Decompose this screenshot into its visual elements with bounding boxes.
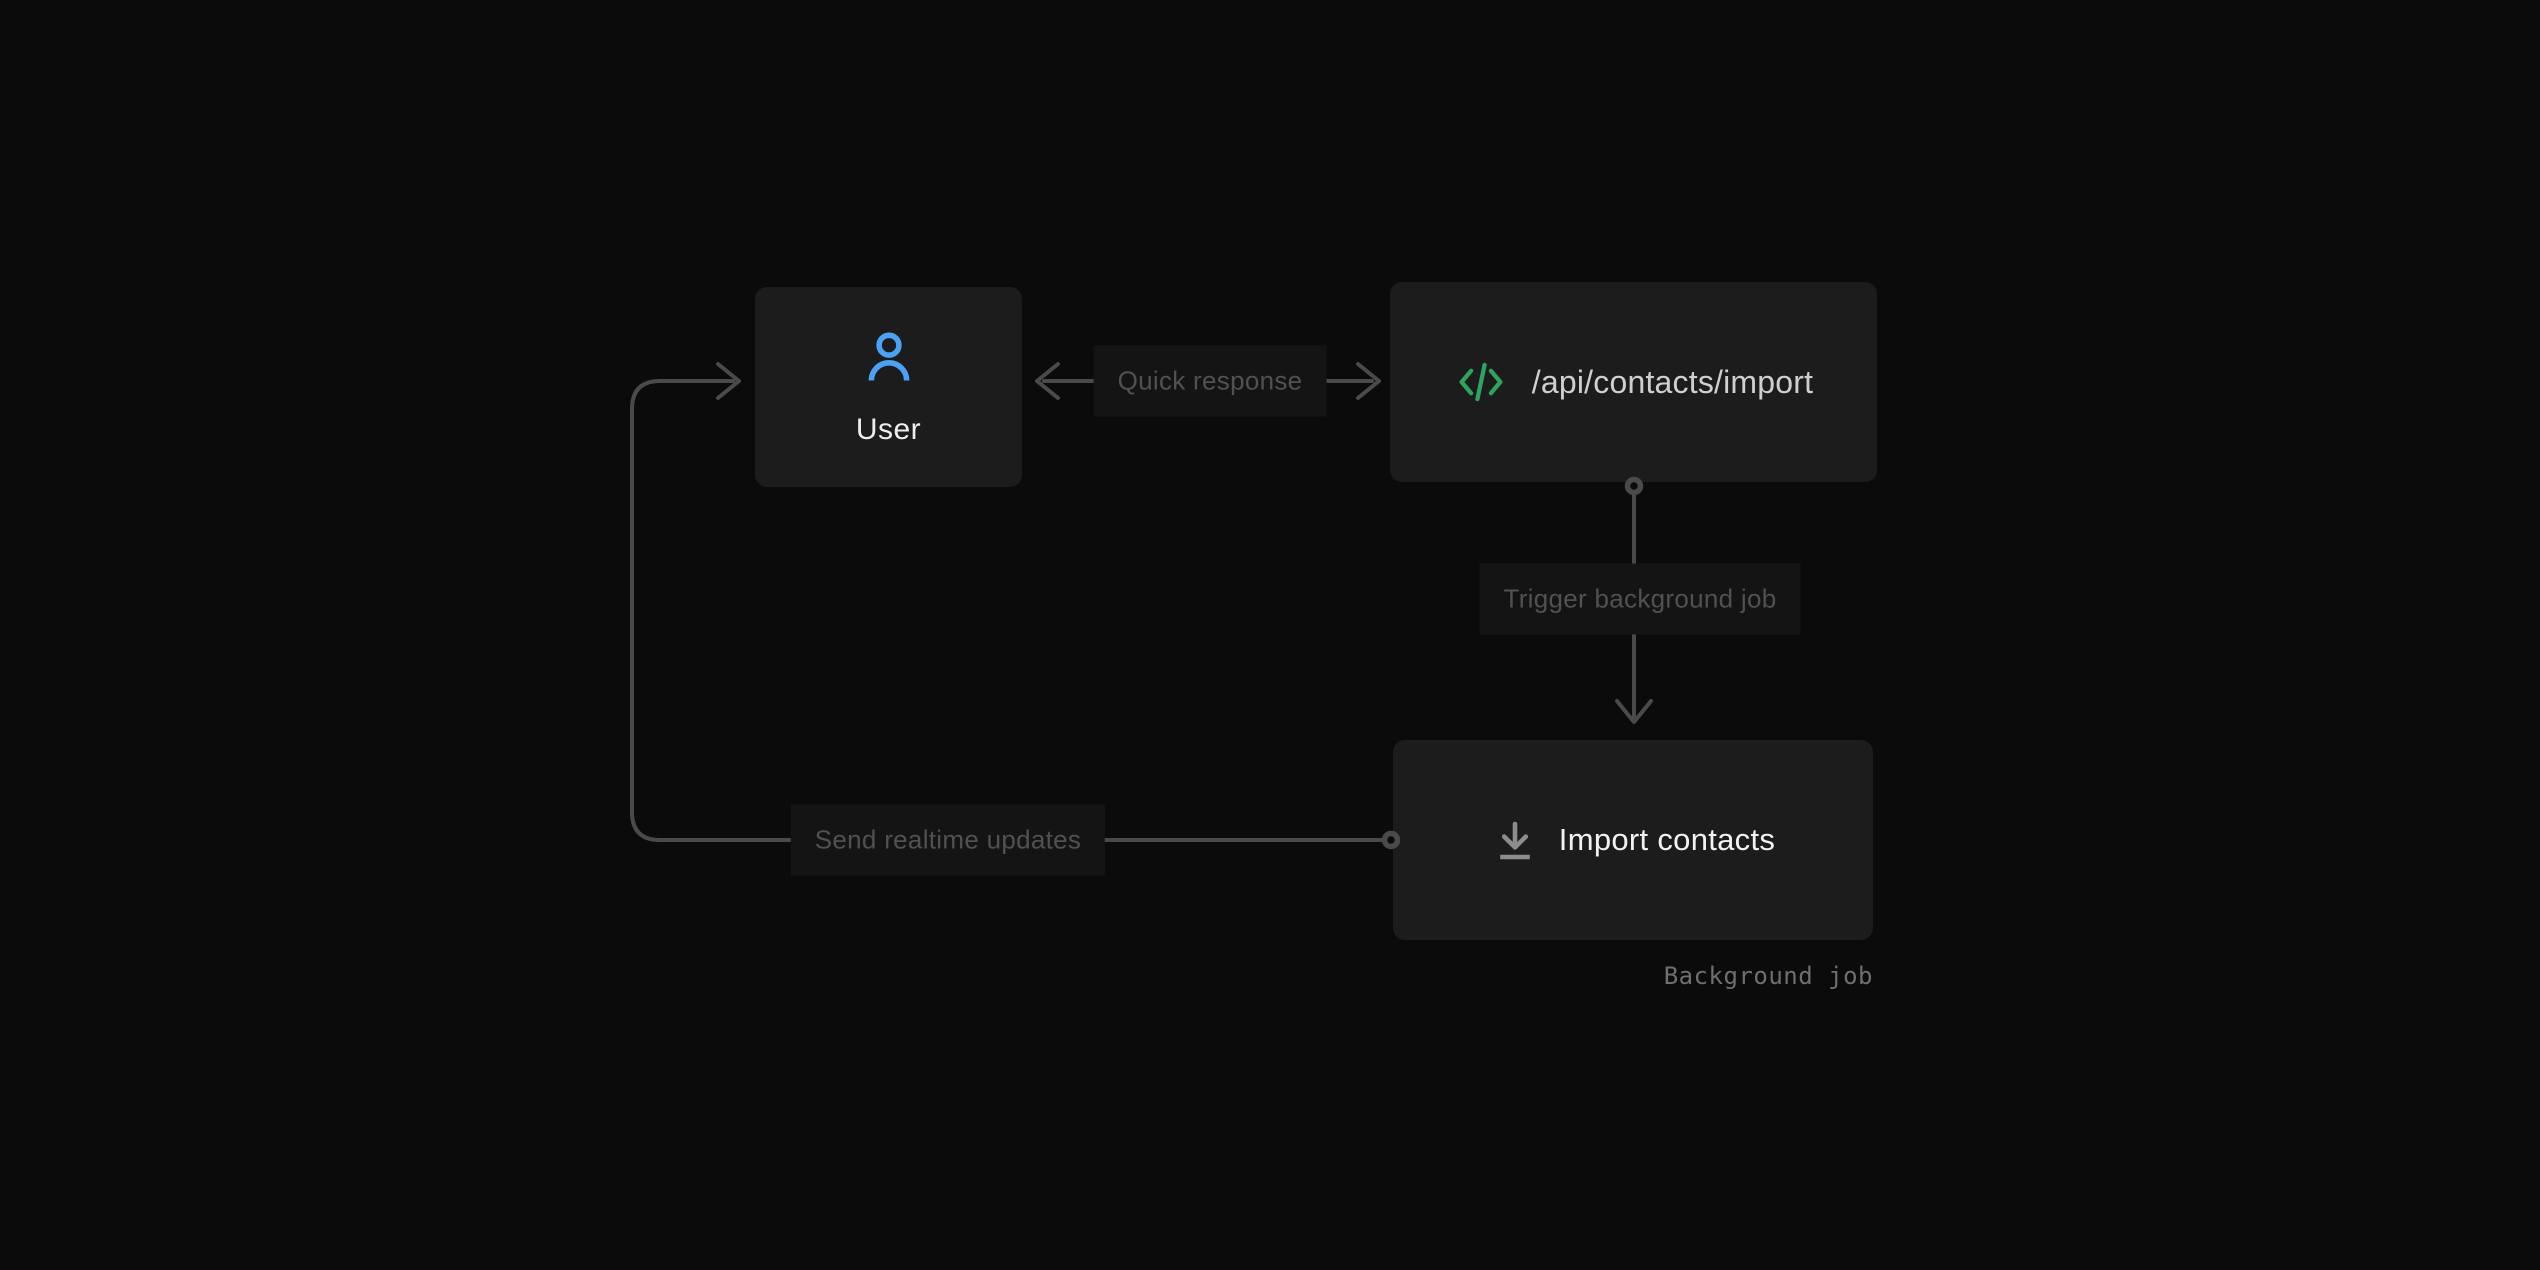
download-icon <box>1499 821 1530 860</box>
arrowhead-right-icon <box>1356 362 1381 400</box>
node-import-label: Import contacts <box>1558 822 1776 857</box>
arrowhead-loop-icon <box>716 362 741 400</box>
arrowhead-left-icon <box>1035 362 1060 400</box>
edge-label-quick-response: Quick response <box>1093 345 1327 417</box>
edge-label-trigger-background-job: Trigger background job <box>1479 563 1801 635</box>
node-import-contacts: Import contacts <box>1393 740 1873 940</box>
node-user-label: User <box>855 413 922 446</box>
background-job-caption: Background job <box>1663 962 1873 990</box>
user-icon <box>868 332 909 381</box>
node-user: User <box>755 287 1022 487</box>
code-icon <box>1459 362 1503 402</box>
node-api-label: /api/contacts/import <box>1531 363 1814 400</box>
node-api-endpoint: /api/contacts/import <box>1390 282 1877 482</box>
edge-label-send-realtime-updates: Send realtime updates <box>790 804 1106 876</box>
arrowhead-down-icon <box>1615 699 1653 724</box>
